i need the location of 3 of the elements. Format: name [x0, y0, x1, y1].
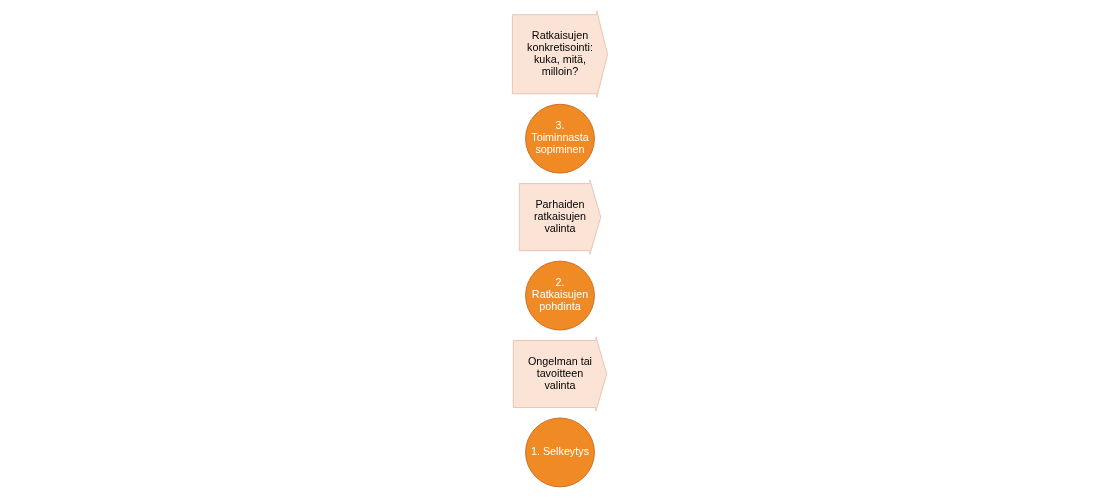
node-circle: 1. Selkeytys	[524, 417, 595, 488]
node-circle: 2. Ratkaisujen pohdinta	[524, 260, 595, 331]
node-circle: 3. Toiminnasta sopiminen	[524, 103, 595, 174]
